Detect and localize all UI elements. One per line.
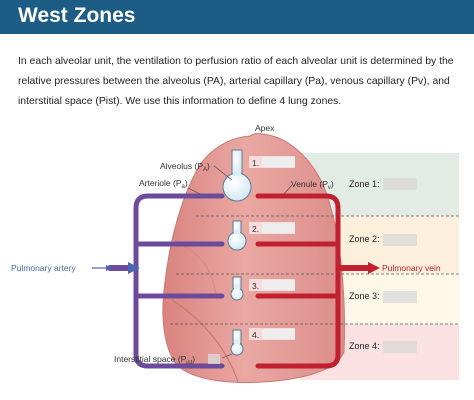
alveolus-leader: [213, 165, 233, 181]
svg-text:1.: 1.: [252, 158, 259, 168]
alveolus-unit-3: [230, 276, 244, 301]
svg-text:3.: 3.: [252, 281, 259, 291]
zone-2-label: Zone 2:: [349, 234, 380, 244]
zone-2-answer-field[interactable]: [383, 234, 417, 246]
alveolus-unit-2: [227, 220, 247, 251]
interstitial-label: Interstitial space (Pist): [114, 354, 195, 366]
lung-fissure: [171, 299, 239, 383]
vein-arrowhead: [368, 262, 380, 274]
alveolus-unit-4: [230, 329, 244, 356]
zone-4-label: Zone 4:: [349, 341, 380, 351]
arteriole-label: Arteriole (Pa): [139, 178, 188, 190]
arteriole-leader: [187, 187, 201, 195]
page-header: West Zones: [0, 0, 474, 34]
unit-2-answer-field[interactable]: [262, 223, 295, 233]
unit-3-answer-field[interactable]: [262, 280, 295, 290]
alveolus-label: Alveolus (PA): [160, 161, 210, 173]
artery-arrowhead: [128, 262, 140, 274]
zone-1-answer-field[interactable]: [383, 178, 417, 190]
zone-3-answer-field[interactable]: [383, 291, 417, 303]
svg-text:2.: 2.: [252, 224, 259, 234]
venule-label: Venule (Pv): [291, 179, 334, 191]
unit-4-answer-field[interactable]: [262, 329, 295, 339]
zone-1-label: Zone 1:: [349, 179, 380, 189]
zone-3-label: Zone 3:: [349, 291, 380, 301]
alveolus-unit-1: [222, 149, 252, 202]
lung-fold: [183, 245, 217, 297]
pulmonary-artery-arrow-head: [106, 265, 112, 271]
page-title: West Zones: [18, 4, 136, 27]
venule-leader: [283, 184, 293, 195]
west-zones-diagram: 1. 2. 3. 4. Zone 1: Zone 2: Zone 3: Zone…: [11, 123, 459, 383]
interstitial-leader: [221, 353, 233, 359]
unit-1-answer-field[interactable]: [262, 157, 295, 167]
pulmonary-vein-tree: [255, 193, 371, 369]
zone-4-answer-field[interactable]: [383, 341, 417, 353]
pulmonary-artery-tree: [107, 193, 225, 369]
pulmonary-artery-label: Pulmonary artery: [11, 263, 76, 273]
intro-paragraph: In each alveolar unit, the ventilation t…: [18, 56, 454, 107]
interstitial-blank: [208, 354, 220, 364]
svg-text:4.: 4.: [252, 330, 259, 340]
pulmonary-vein-label: Pulmonary vein: [382, 263, 441, 273]
apex-label: Apex: [255, 123, 275, 133]
